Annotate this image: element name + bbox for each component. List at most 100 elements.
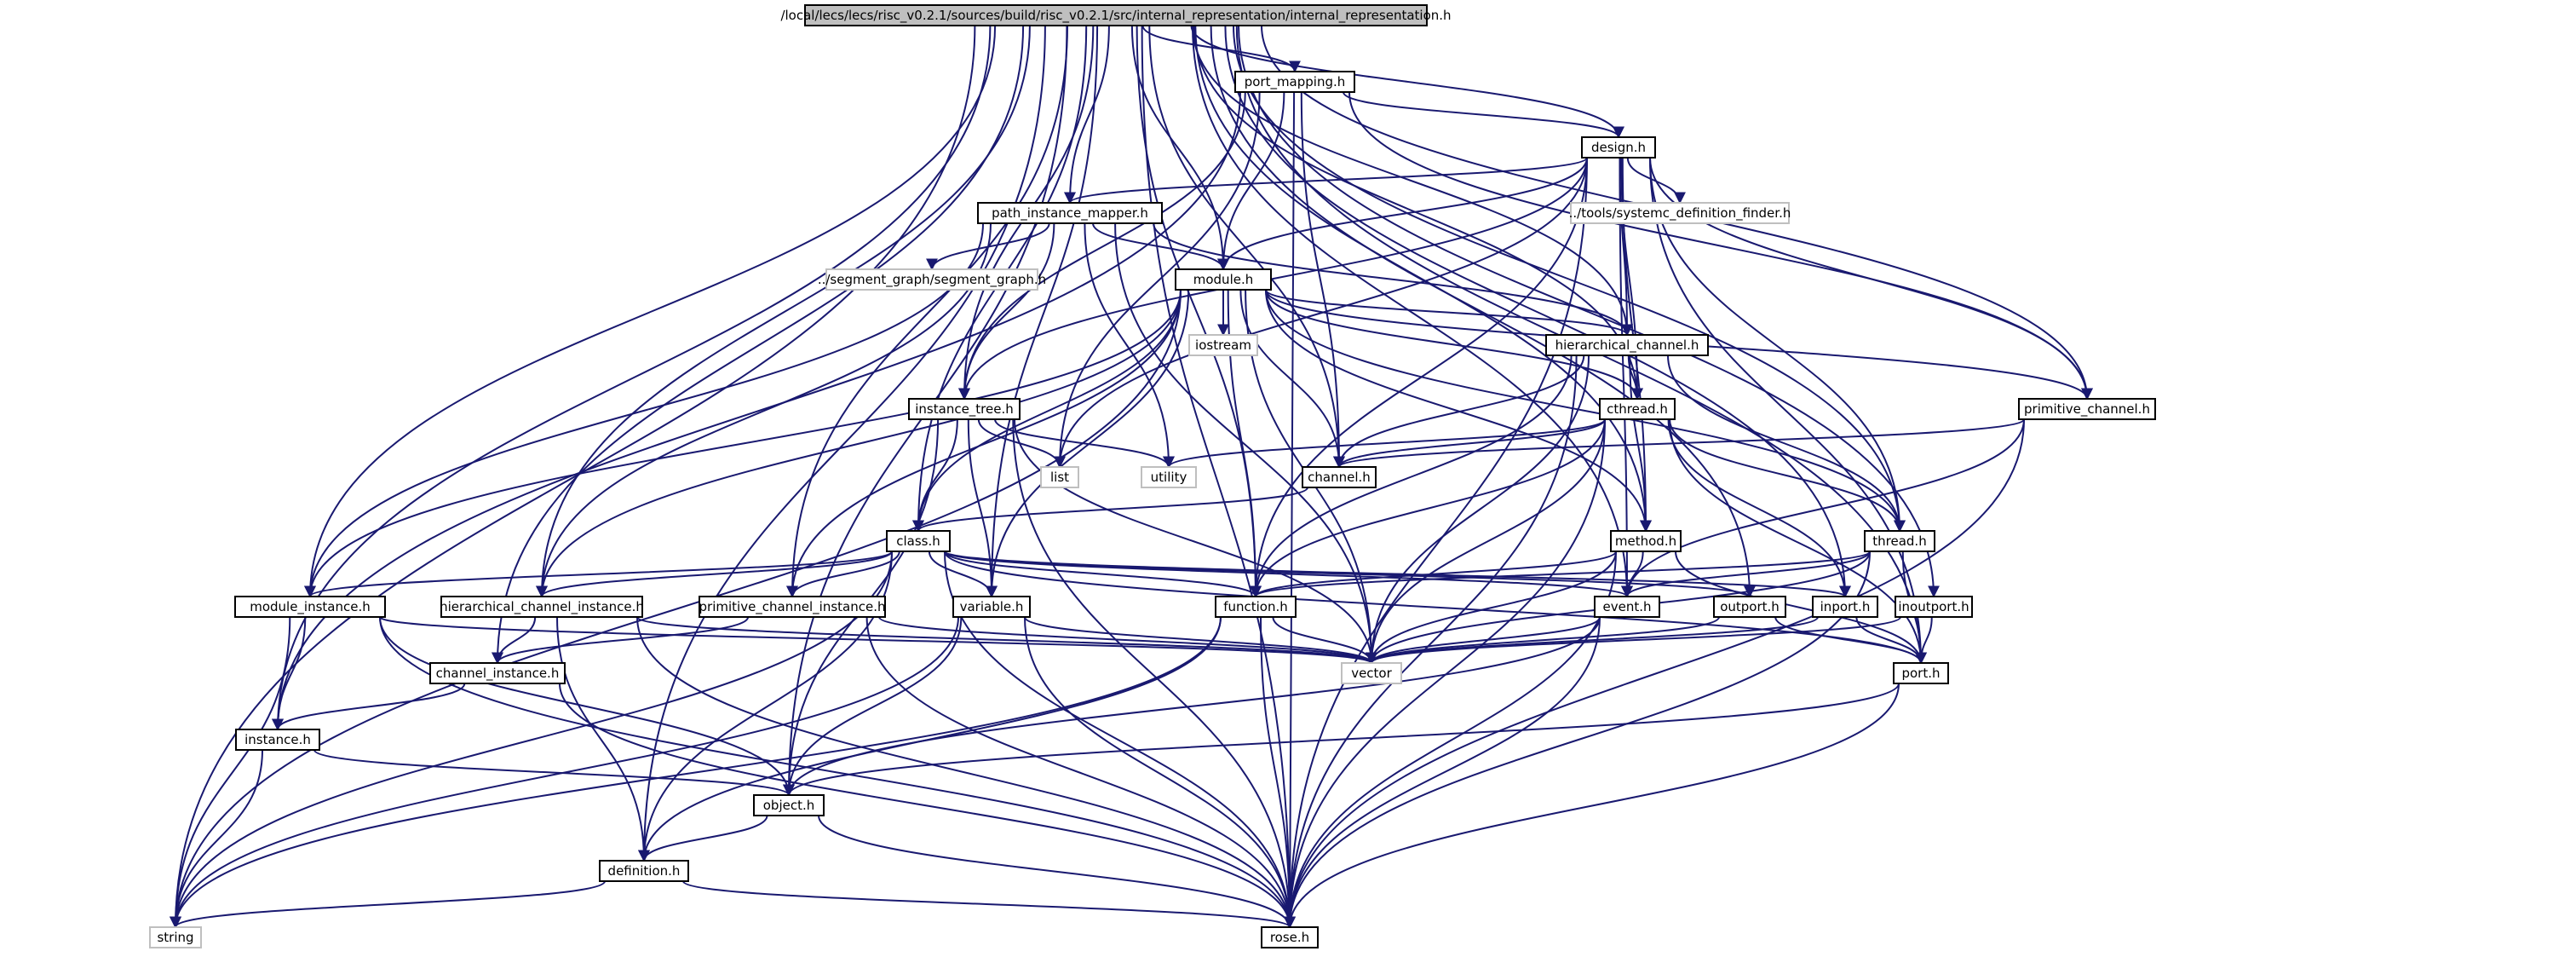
edge-module_instance-to-vector [379,616,1377,665]
edge-root-to-event [1192,25,1633,598]
node-label: event.h [1603,599,1652,614]
node-label: instance_tree.h [915,401,1014,418]
node-definition[interactable]: definition.h [599,860,689,882]
node-systemc-def: ../tools/systemc_definition_finder.h [1569,202,1791,224]
node-channel-instance[interactable]: channel_instance.h [429,662,566,684]
node-instance[interactable]: instance.h [235,729,320,751]
node-inport[interactable]: inport.h [1812,596,1878,618]
edge-variable-to-vector [1024,616,1377,665]
node-box [977,202,1163,224]
node-label: port_mapping.h [1245,74,1346,90]
node-class[interactable]: class.h [886,530,951,552]
edge-port-to-object [783,683,1900,797]
node-instance-tree[interactable]: instance_tree.h [908,398,1021,420]
edge-class-to-primitive_channel_instance [786,551,900,598]
node-box [1302,466,1377,488]
edge-design-to-instance_tree [958,157,1588,401]
node-box [1594,596,1660,618]
node-hierarchical-channel[interactable]: hierarchical_channel.h [1545,334,1709,356]
node-inoutport[interactable]: inoutport.h [1895,596,1973,618]
edge-root-to-hierarchical_channel [1192,25,1633,337]
edge-port_mapping-to-module [1217,91,1285,271]
edge-root-to-rose [1141,25,1296,929]
edge-root-to-hierarchical_channel_instance [536,25,1031,598]
edge-design-to-event [1619,157,1633,598]
edge-path_instance_mapper-to-instance_tree [958,222,1055,401]
edge-method-to-vector [1366,551,1617,665]
edge-module-to-cthread [1265,289,1643,401]
node-string: string [149,926,202,948]
node-box [1713,596,1786,618]
node-variable[interactable]: variable.h [952,596,1031,618]
node-method[interactable]: method.h [1610,530,1682,552]
edge-root-to-thread [1233,25,1906,533]
edge-cthread-to-thread [1669,418,1906,533]
edge-module-to-thread [1265,289,1906,533]
node-thread[interactable]: thread.h [1864,530,1935,552]
node-label: ../segment_graph/segment_graph.h [818,272,1046,288]
node-module[interactable]: module.h [1175,268,1272,291]
edge-module-to-string [170,289,1182,929]
node-label: path_instance_mapper.h [992,205,1148,222]
edge-object-to-definition [638,815,768,862]
node-root[interactable]: /local/lecs/lecs/risc_v0.2.1/sources/bui… [780,4,1452,26]
node-label: instance.h [244,732,311,747]
node-label: object.h [763,798,815,813]
node-primitive-channel[interactable]: primitive_channel.h [2018,398,2156,420]
node-port[interactable]: port.h [1893,662,1949,684]
node-rose[interactable]: rose.h [1261,926,1319,948]
node-hierarchical-channel-instance[interactable]: hierarchical_channel_instance.h [440,596,644,618]
node-function[interactable]: function.h [1215,596,1297,618]
node-label: primitive_channel_instance.h [699,599,886,615]
edge-function-to-string [170,616,1222,929]
edge-module-to-hierarchical_channel [1265,289,1633,337]
node-label: channel.h [1308,470,1371,485]
node-channel[interactable]: channel.h [1302,466,1377,488]
node-cthread[interactable]: cthread.h [1599,398,1676,420]
edge-class-to-event [944,551,1633,598]
node-label: design.h [1591,140,1646,155]
node-label: channel_instance.h [436,666,560,682]
node-design[interactable]: design.h [1581,136,1656,159]
node-box [1864,530,1935,552]
node-event[interactable]: event.h [1594,596,1660,618]
node-list: list [1040,466,1079,488]
edge-class-to-module_instance [304,551,893,598]
node-box [440,596,643,618]
edge-method-to-port [1675,551,1927,665]
edge-definition-to-string [170,880,606,929]
node-box [1141,466,1197,488]
edge-class-to-variable [928,551,998,598]
node-box [1893,662,1949,684]
edge-event-to-vector [1366,616,1601,665]
edge-method-to-rose [1284,551,1617,929]
node-box [2018,398,2156,420]
edge-root-to-primitive_channel_instance [786,25,1068,598]
edge-module-to-hierarchical_channel_instance [536,289,1182,598]
edge-definition-to-rose [682,880,1296,929]
node-label: utility [1151,470,1187,485]
edge-variable-to-rose [1024,616,1296,929]
node-port-mapping[interactable]: port_mapping.h [1234,71,1355,93]
edge-hierarchical_channel-to-cthread [1627,355,1643,401]
node-box [149,926,202,948]
node-box [235,729,320,751]
node-label: cthread.h [1607,401,1668,417]
node-box [599,860,689,882]
node-primitive-channel-instance[interactable]: primitive_channel_instance.h [699,596,886,618]
edge-root-to-channel [1148,25,1345,469]
node-path-instance-mapper[interactable]: path_instance_mapper.h [977,202,1163,224]
edge-hierarchical_channel-to-vector [1366,355,1590,665]
node-object[interactable]: object.h [753,794,825,816]
node-module-instance[interactable]: module_instance.h [234,596,386,618]
node-outport[interactable]: outport.h [1713,596,1786,618]
edge-root-to-definition [638,25,1046,862]
node-label: hierarchical_channel.h [1555,337,1699,354]
node-label: port.h [1901,666,1940,681]
node-box [1581,136,1656,159]
node-box [1341,662,1402,684]
node-box [804,4,1428,26]
edge-module-to-module_instance [304,289,1182,598]
edge-module-to-method [1265,289,1652,533]
edge-primitive_channel-to-channel [1333,418,2025,469]
